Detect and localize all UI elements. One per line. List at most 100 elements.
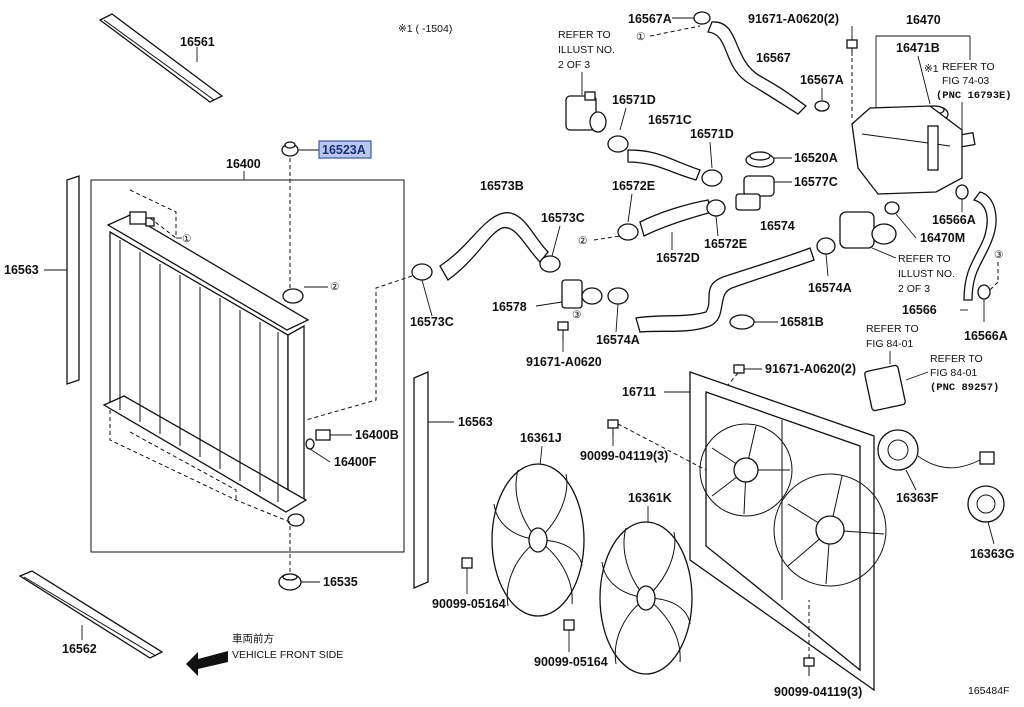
- fan-motor-16363G[interactable]: [967, 485, 1005, 523]
- part-label-16574A-1[interactable]: 16574A: [596, 333, 640, 347]
- hose-clamp-16571D-2[interactable]: [701, 169, 723, 187]
- part-label-16566[interactable]: 16566: [902, 303, 937, 317]
- reservoir-bracket-16470M[interactable]: [884, 201, 900, 215]
- part-label-16577C[interactable]: 16577C: [794, 175, 838, 189]
- part-label-16361K[interactable]: 16361K: [628, 491, 672, 505]
- hose-clamp-16572E-1[interactable]: [617, 223, 639, 241]
- part-label-16470[interactable]: 16470: [906, 13, 941, 27]
- water-outlet-housing[interactable]: [565, 91, 607, 133]
- part-label-16470M[interactable]: 16470M: [920, 231, 965, 245]
- hose-clamp-16573C-2[interactable]: [411, 263, 433, 281]
- part-label-16581B[interactable]: 16581B: [780, 315, 824, 329]
- part-label-16523A[interactable]: 16523A: [322, 143, 366, 157]
- bolt-90099-04119-b[interactable]: [803, 657, 815, 676]
- fan-relay-connector[interactable]: [864, 364, 906, 412]
- hose-clamp-16574A-2[interactable]: [816, 237, 836, 255]
- coolant-reservoir-tank[interactable]: [851, 105, 963, 195]
- part-label-16535[interactable]: 16535: [323, 575, 358, 589]
- part-label-16400F[interactable]: 16400F: [334, 455, 377, 469]
- refer-illust-a-1: REFER TO: [558, 29, 611, 41]
- part-label-16471B[interactable]: 16471B: [896, 41, 940, 55]
- hose-clamp-16572E-2[interactable]: [706, 199, 726, 217]
- part-label-16561[interactable]: 16561: [180, 35, 215, 49]
- part-label-16573C-2[interactable]: 16573C: [410, 315, 454, 329]
- part-label-16400B[interactable]: 16400B: [355, 428, 399, 442]
- part-label-16572E-1[interactable]: 16572E: [612, 179, 655, 193]
- part-label-91671-top[interactable]: 91671-A0620(2): [748, 12, 839, 26]
- radiator-hose-16573B[interactable]: [439, 212, 549, 281]
- header-note: ※1 ( -1504): [398, 23, 452, 35]
- part-label-16520A[interactable]: 16520A: [794, 151, 838, 165]
- part-label-90099-05164-b[interactable]: 90099-05164: [534, 655, 608, 669]
- fan-motor-16363F[interactable]: [877, 429, 919, 471]
- hose-clamp-16571D-1[interactable]: [607, 135, 629, 153]
- part-label-91671-shroud[interactable]: 91671-A0620(2): [765, 362, 856, 376]
- fan-blade-16361J[interactable]: [491, 463, 585, 617]
- radiator-hose-upper[interactable]: [707, 21, 808, 115]
- hose-clamp-16567A-mid[interactable]: [814, 100, 830, 112]
- fan-blade-16361K[interactable]: [599, 521, 693, 675]
- part-label-16571D-1[interactable]: 16571D: [612, 93, 656, 107]
- bolt-91671-shroud[interactable]: [733, 364, 745, 374]
- clamp-16581B[interactable]: [729, 314, 755, 330]
- part-label-16363G[interactable]: 16363G: [970, 547, 1014, 561]
- part-label-16574A-2[interactable]: 16574A: [808, 281, 852, 295]
- selected-part-highlight[interactable]: [318, 140, 372, 159]
- part-label-16563-left[interactable]: 16563: [4, 263, 39, 277]
- lower-seal-strip[interactable]: [18, 570, 164, 659]
- hose-clamp-16566A-2[interactable]: [977, 284, 991, 300]
- bolt-91671-mid[interactable]: [557, 321, 569, 342]
- part-label-16571D-2[interactable]: 16571D: [690, 127, 734, 141]
- radiator-hose-lower[interactable]: [635, 247, 815, 333]
- part-label-16574[interactable]: 16574: [760, 219, 795, 233]
- part-label-16567[interactable]: 16567: [756, 51, 791, 65]
- refer-fig74-3: (PNC 16793E): [936, 90, 1012, 102]
- part-label-16361J[interactable]: 16361J: [520, 431, 562, 445]
- water-hose-16572D[interactable]: [639, 199, 713, 237]
- part-label-90099-04119-b[interactable]: 90099-04119(3): [774, 685, 862, 699]
- water-inlet-housing[interactable]: [839, 211, 897, 249]
- part-label-16400[interactable]: 16400: [226, 157, 261, 171]
- hose-clamp-16574A-1[interactable]: [607, 287, 629, 305]
- part-label-16363F[interactable]: 16363F: [896, 491, 939, 505]
- radiator-core[interactable]: [102, 211, 310, 527]
- part-label-90099-05164-a[interactable]: 90099-05164: [432, 597, 506, 611]
- part-label-16566A-1[interactable]: 16566A: [932, 213, 976, 227]
- part-label-16573B[interactable]: 16573B: [480, 179, 524, 193]
- hose-clamp-16567A-top[interactable]: [693, 11, 711, 25]
- part-label-16563-right[interactable]: 16563: [458, 415, 493, 429]
- water-union-16578[interactable]: [561, 279, 603, 309]
- part-label-16566A-2[interactable]: 16566A: [964, 329, 1008, 343]
- motor-connector[interactable]: [979, 451, 995, 465]
- part-label-16572D[interactable]: 16572D: [656, 251, 700, 265]
- drain-cock[interactable]: [305, 429, 331, 450]
- bolt-90099-04119-a[interactable]: [607, 419, 619, 438]
- part-label-16711[interactable]: 16711: [622, 385, 656, 399]
- refer-illust-a-2: ILLUST NO.: [558, 44, 615, 56]
- refer-illust-b-2: ILLUST NO.: [898, 268, 955, 280]
- radiator-cap[interactable]: [745, 151, 775, 168]
- part-label-16567A-2[interactable]: 16567A: [800, 73, 844, 87]
- upper-mount-cushion[interactable]: [281, 141, 299, 157]
- part-label-16562[interactable]: 16562: [62, 642, 97, 656]
- bolt-91671-top[interactable]: [846, 39, 858, 56]
- lower-mount-cushion[interactable]: [278, 573, 302, 591]
- part-label-16571C[interactable]: 16571C: [648, 113, 692, 127]
- part-label-16572E-2[interactable]: 16572E: [704, 237, 747, 251]
- part-label-16567A-1[interactable]: 16567A: [628, 12, 672, 26]
- hose-clamp-16573C-1[interactable]: [539, 255, 561, 273]
- part-label-16578[interactable]: 16578: [492, 300, 527, 314]
- part-label-90099-04119-a[interactable]: 90099-04119(3): [580, 449, 668, 463]
- nut-90099-05164-a[interactable]: [461, 557, 473, 569]
- part-label-16573C-1[interactable]: 16573C: [541, 211, 585, 225]
- fan-shroud[interactable]: [689, 371, 887, 692]
- filler-neck[interactable]: [735, 175, 775, 211]
- reservoir-hose-16566[interactable]: [963, 191, 997, 301]
- hose-clamp-16566A-1[interactable]: [955, 184, 969, 200]
- side-seal-right[interactable]: [413, 371, 429, 589]
- bypass-hose-16571C[interactable]: [627, 149, 701, 181]
- side-seal-left[interactable]: [66, 175, 80, 385]
- upper-support-seal[interactable]: [98, 13, 224, 103]
- nut-90099-05164-b[interactable]: [563, 619, 575, 631]
- part-label-91671-mid[interactable]: 91671-A0620: [526, 355, 602, 369]
